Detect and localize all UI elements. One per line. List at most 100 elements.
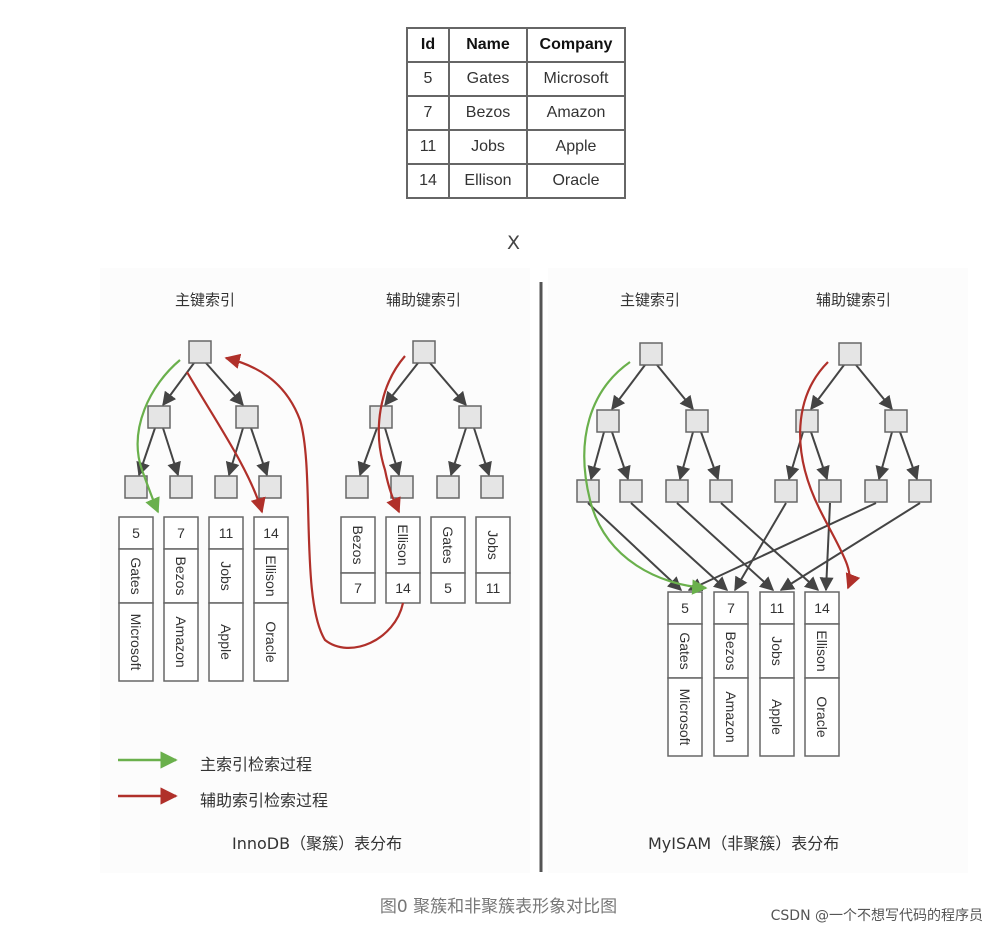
innodb-secondary-leaf-id-label: 5: [444, 580, 452, 596]
innodb-primary-tree-edge: [250, 427, 270, 477]
innodb-secondary-search-path: [377, 355, 406, 514]
innodb-secondary-leaf-id-label: 11: [486, 580, 501, 596]
innodb-secondary-tree-internal-node: [458, 405, 482, 429]
myisam-record-name-label: Ellison: [814, 630, 830, 671]
innodb-secondary-leaf-name-label: Jobs: [485, 530, 501, 560]
table-cell: Ellison: [448, 163, 528, 199]
innodb-secondary-tree-edge: [448, 427, 467, 477]
innodb-record-company-label: Microsoft: [128, 614, 144, 671]
myisam-secondary-tree-root-node: [838, 342, 862, 366]
innodb-secondary-leaf-id-cell: [475, 572, 511, 604]
innodb-secondary-leaf-name-label: Gates: [440, 526, 456, 563]
innodb-primary-tree-edge: [162, 427, 181, 477]
myisam-primary-tree-internal-node: [685, 409, 709, 433]
table-cell: Apple: [526, 129, 626, 165]
innodb-record-name-label: Ellison: [263, 555, 279, 596]
myisam-secondary-pointer: [687, 502, 877, 592]
column-header-company: Company: [526, 27, 626, 63]
innodb-primary-tree-root-node: [188, 340, 212, 364]
innodb-secondary-leaf-name-cell: [340, 516, 376, 574]
innodb-secondary-tree-leaf-node: [480, 475, 504, 499]
innodb-record-company-label: Amazon: [173, 616, 189, 667]
myisam-record-company-cell: [667, 677, 703, 757]
myisam-record-name-label: Gates: [677, 632, 693, 669]
figure-caption: 图0 聚簇和非聚簇表形象对比图: [379, 897, 618, 917]
table-row: 14 Ellison Oracle: [406, 163, 626, 199]
innodb-record-company-label: Oracle: [263, 621, 279, 662]
innodb-secondary-leaf-id-cell: [340, 572, 376, 604]
innodb-primary-tree-leaf-node: [124, 475, 148, 499]
innodb-secondary-tree-edge: [384, 362, 419, 407]
innodb-record-name-cell: [253, 548, 289, 604]
innodb-record-company-cell: [208, 602, 244, 682]
table-cell: 11: [406, 129, 450, 165]
myisam-secondary-tree-edge: [899, 431, 920, 481]
myisam-record-name-label: Jobs: [769, 636, 785, 666]
myisam-secondary-pointer: [779, 502, 921, 591]
column-header-name: Name: [448, 27, 528, 63]
innodb-record-id-label: 11: [219, 525, 234, 541]
innodb-secondary-leaf-name-label: Bezos: [350, 526, 366, 565]
left-secondary-index-title: 辅助键索引: [386, 291, 462, 309]
myisam-record-id-cell: [759, 591, 795, 625]
table-header-row: Id Name Company: [406, 27, 626, 63]
myisam-primary-tree-edge: [611, 431, 631, 481]
myisam-secondary-tree-internal-node: [884, 409, 908, 433]
myisam-secondary-tree-leaf-node: [864, 479, 888, 503]
table-row: 5 Gates Microsoft: [406, 61, 626, 97]
table-cell: Jobs: [448, 129, 528, 165]
innodb-secondary-leaf-name-label: Ellison: [395, 524, 411, 565]
myisam-primary-tree-leaf-node: [619, 479, 643, 503]
myisam-secondary-tree-leaf-node: [774, 479, 798, 503]
myisam-record-name-cell: [713, 623, 749, 679]
right-secondary-index-title: 辅助键索引: [816, 291, 892, 309]
innodb-back-to-primary-path: [224, 353, 405, 649]
myisam-primary-tree-edge: [656, 364, 694, 411]
myisam-primary-tree-leaf-node: [709, 479, 733, 503]
table-cell: Microsoft: [526, 61, 626, 97]
myisam-primary-tree-edge: [587, 431, 605, 481]
left-primary-index-title: 主键索引: [175, 291, 236, 309]
column-header-id: Id: [406, 27, 450, 63]
innodb-record-id-cell: [208, 516, 244, 550]
innodb-primary-tree-edge: [162, 362, 195, 407]
myisam-record-name-cell: [804, 623, 840, 679]
myisam-record-company-label: Amazon: [723, 691, 739, 742]
innodb-secondary-leaf-id-cell: [430, 572, 466, 604]
myisam-record-company-label: Microsoft: [677, 689, 693, 746]
myisam-record-company-cell: [759, 677, 795, 757]
myisam-record-id-label: 7: [727, 600, 735, 616]
csdn-watermark: CSDN @一个不想写代码的程序员: [770, 908, 983, 924]
myisam-record-id-cell: [667, 591, 703, 625]
innodb-secondary-tree-edge: [429, 362, 467, 407]
innodb-record-company-cell: [253, 602, 289, 682]
innodb-secondary-leaf-id-label: 14: [395, 580, 411, 596]
innodb-record-name-label: Jobs: [218, 561, 234, 591]
innodb-secondary-tree-edge: [384, 427, 403, 477]
innodb-secondary-tree-edge: [357, 427, 378, 477]
innodb-secondary-tree-leaf-node: [345, 475, 369, 499]
myisam-caption: MyISAM（非聚簇）表分布: [648, 834, 840, 853]
innodb-secondary-tree-edge: [473, 427, 492, 477]
innodb-record-name-label: Gates: [128, 557, 144, 594]
myisam-record-name-label: Bezos: [723, 632, 739, 671]
table-cell: Oracle: [526, 163, 626, 199]
myisam-secondary-tree-leaf-node: [908, 479, 932, 503]
innodb-record-company-cell: [163, 602, 199, 682]
innodb-primary-tree-edge: [225, 427, 244, 477]
myisam-record-id-label: 11: [770, 600, 785, 616]
innodb-record-name-cell: [118, 548, 154, 604]
myisam-primary-tree-edge: [676, 431, 694, 481]
myisam-primary-tree-internal-node: [596, 409, 620, 433]
legend-secondary-label: 辅助索引检索过程: [200, 791, 329, 810]
myisam-primary-tree-leaf-node: [665, 479, 689, 503]
myisam-primary-tree-edge: [700, 431, 721, 481]
right-panel-background: [548, 268, 968, 873]
table-cell: 7: [406, 95, 450, 131]
innodb-secondary-leaf-id-label: 7: [354, 580, 362, 596]
innodb-record-id-cell: [253, 516, 289, 550]
innodb-record-id-label: 5: [132, 525, 140, 541]
myisam-primary-pointer: [587, 502, 683, 591]
myisam-primary-tree-root-node: [639, 342, 663, 366]
